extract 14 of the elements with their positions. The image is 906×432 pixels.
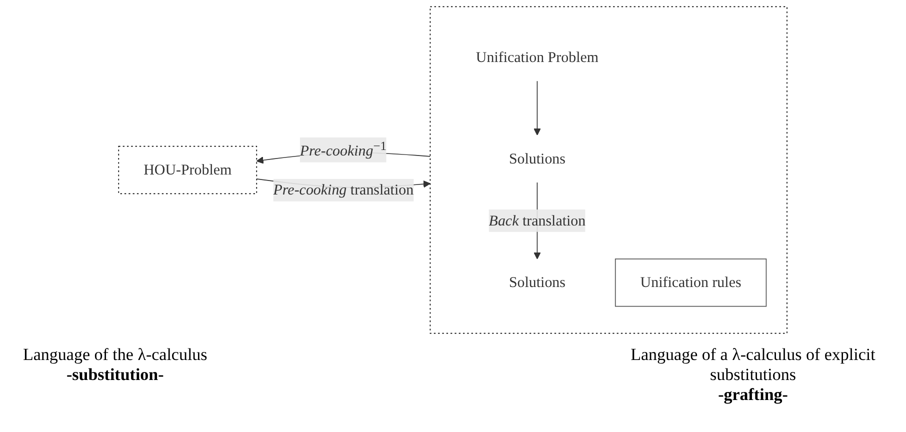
node-text: Unification Problem — [476, 48, 599, 66]
edge-label: Back translation — [488, 212, 586, 229]
node-text: Solutions — [509, 150, 566, 167]
caption-text: Language of the λ-calculus — [23, 345, 208, 365]
caption-text: -grafting- — [718, 385, 788, 405]
arrow — [534, 80, 542, 136]
edge-label: Pre-cooking translation — [273, 181, 414, 198]
node-box: HOU-Problem — [118, 146, 258, 194]
caption-text: -substitution- — [66, 365, 164, 385]
node-text: Solutions — [509, 274, 566, 291]
caption-text: Language of a λ-calculus of explicit substitutions — [630, 345, 876, 385]
node-box: Unification rules — [615, 258, 767, 307]
cluster — [430, 6, 788, 334]
edge-label: Pre-cooking$^{−1}$ — [300, 140, 387, 160]
